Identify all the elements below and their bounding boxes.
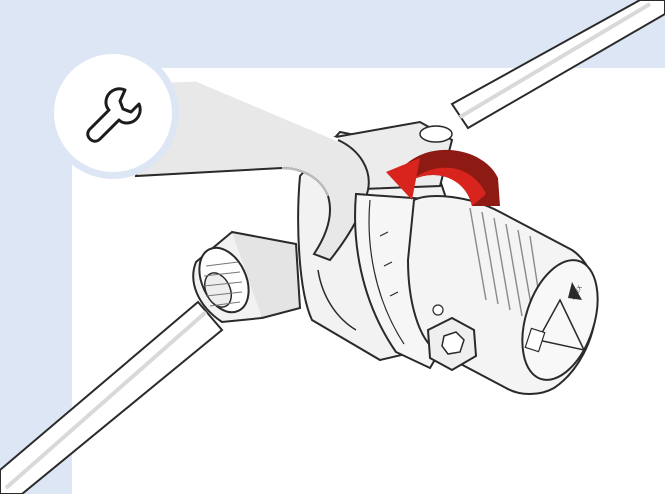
pipe-upper [450, 0, 665, 130]
valve-actuator: ATEX [406, 195, 599, 395]
pipe-lower [0, 300, 224, 494]
step-badge [47, 47, 179, 179]
rotation-arrow [386, 149, 500, 206]
hex-nut [426, 304, 478, 372]
wrench-icon [86, 87, 142, 143]
pipe-fitting-left [192, 230, 302, 324]
badge-inner [54, 54, 172, 172]
